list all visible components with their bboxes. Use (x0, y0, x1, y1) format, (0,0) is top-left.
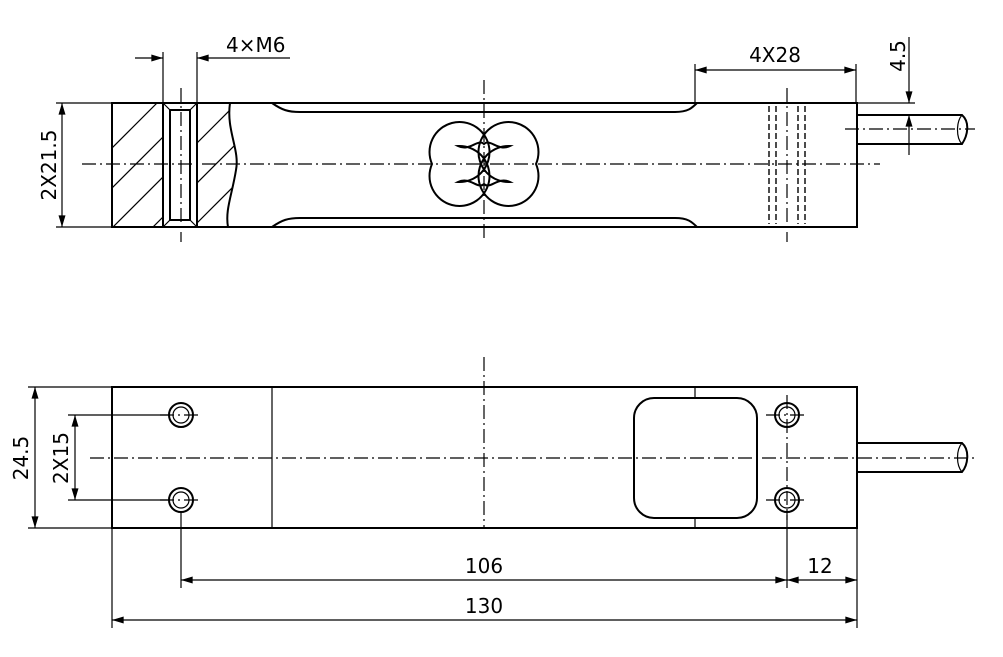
length-label: 130 (465, 594, 503, 618)
hidden-hole (768, 106, 806, 224)
top-view (90, 357, 975, 529)
dim-side-height: 2X21.5 (37, 102, 112, 228)
dim-hole-spacing-x: 106 (180, 512, 788, 588)
pocket-label: 4X28 (749, 43, 801, 67)
dim-pocket: 4X28 (694, 43, 857, 103)
dim-edge-offset: 12 (787, 528, 858, 628)
dim-thread: 4×M6 (135, 33, 290, 103)
gauge-cutout (428, 121, 540, 207)
dim-length: 130 (111, 528, 857, 628)
break-line (226, 102, 238, 228)
body-outline (111, 102, 858, 228)
cable-offset-label: 4.5 (886, 40, 910, 72)
bottom-groove (271, 217, 698, 228)
thread-label: 4×M6 (226, 33, 285, 57)
side-height-label: 2X21.5 (37, 130, 61, 201)
hole-spacing-y-label: 2X15 (49, 432, 73, 484)
dim-cable-offset: 4.5 (840, 37, 915, 155)
dim-width: 24.5 (9, 386, 112, 529)
dim-hole-spacing-y: 2X15 (49, 414, 169, 501)
thread-hole-section (169, 109, 191, 221)
width-label: 24.5 (9, 436, 33, 481)
edge-offset-label: 12 (807, 554, 832, 578)
cable-side (845, 114, 975, 145)
top-groove (271, 102, 698, 113)
side-view (82, 80, 975, 242)
hole-spacing-x-label: 106 (465, 554, 503, 578)
